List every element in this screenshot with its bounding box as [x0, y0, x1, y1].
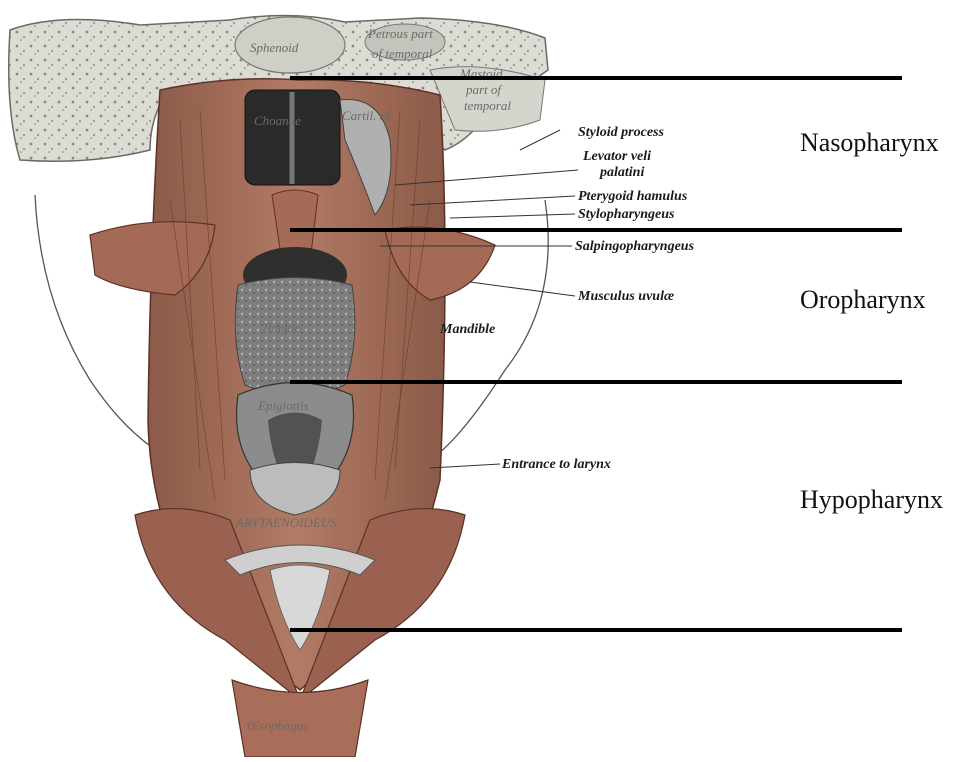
choanae-label: Choanae [254, 113, 301, 128]
arytaenoideus-label: ARYTAENOIDEUS [235, 515, 337, 530]
cartilage-label: Cartil. of [342, 108, 392, 123]
tongue [235, 278, 355, 396]
entrance-to-larynx-label: Entrance to larynx [501, 457, 611, 472]
tongue-label: Tongue [262, 320, 300, 335]
nasopharynx-label: Nasopharynx [800, 128, 939, 158]
hypopharynx-label: Hypopharynx [800, 485, 943, 515]
levator-veli-label: Levator veli [582, 149, 651, 164]
oesophagus-label: Œsophagus [247, 718, 308, 733]
oropharynx-label: Oropharynx [800, 285, 926, 315]
sphenoid-label: Sphenoid [250, 40, 299, 55]
temporal-label: temporal [464, 98, 511, 113]
part-of-label: part of [465, 82, 503, 97]
stylopharyngeus-label: Stylopharyngeus [578, 207, 675, 222]
palatini-label: palatini [599, 165, 644, 180]
petrous-part-label: Petrous part [367, 26, 433, 41]
mandible-label: Mandible [439, 322, 495, 337]
salpingopharyngeus-label: Salpingopharyngeus [575, 239, 695, 254]
styloid-process-label: Styloid process [578, 125, 664, 140]
epiglottis-label: Epiglottis [257, 398, 309, 413]
of-temporal-label: of temporal [372, 46, 433, 61]
pterygoid-hamulus-label: Pterygoid hamulus [578, 189, 688, 204]
musculus-uvulae-label: Musculus uvulæ [577, 289, 674, 304]
